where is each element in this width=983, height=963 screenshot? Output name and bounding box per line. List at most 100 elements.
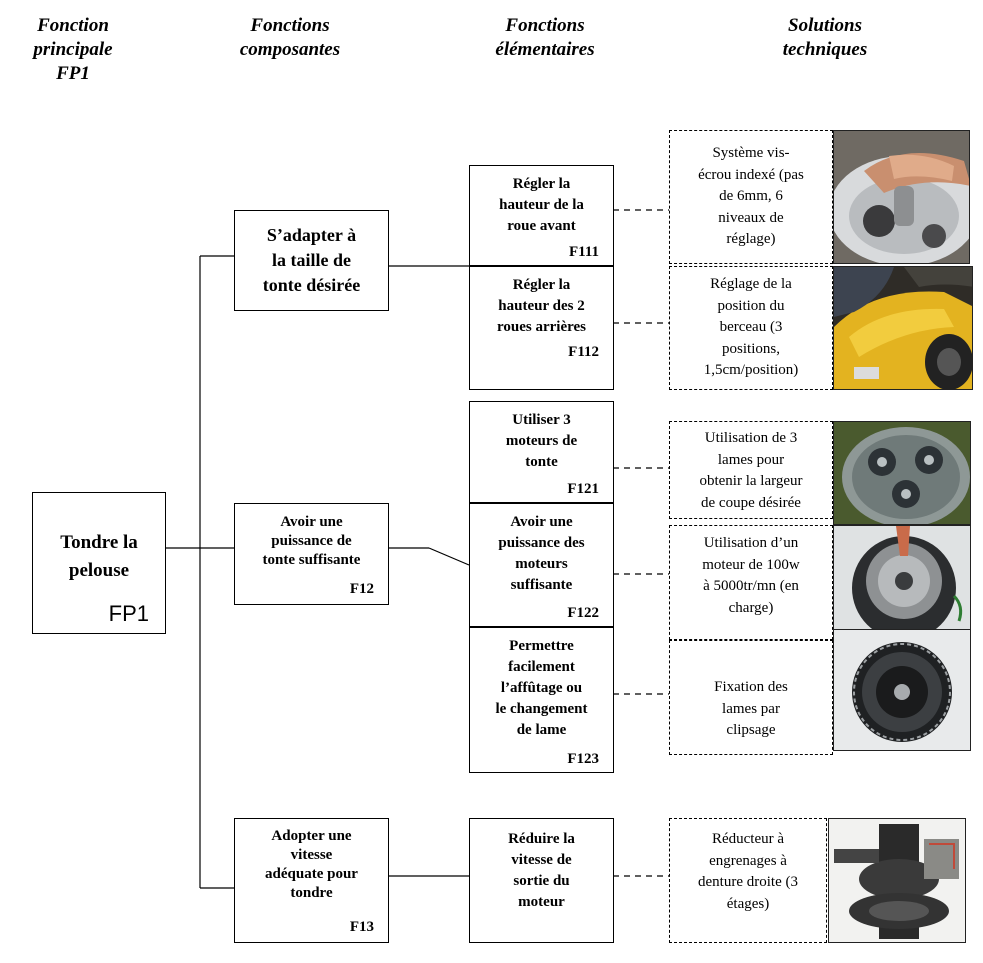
fe-line: Utiliser 3 (512, 412, 571, 428)
solution-line: de coupe désirée (701, 494, 801, 511)
fc-line: tondre (290, 885, 333, 901)
fe-label: Utiliser 3 moteurs de tonte (470, 410, 613, 473)
blade-clip-photo (833, 629, 971, 751)
fe-code: F112 (568, 344, 599, 360)
solution-line: à 5000tr/mn (en (703, 578, 799, 594)
fc-line: adéquate pour (265, 866, 358, 882)
solution-line: engrenages à (709, 852, 787, 869)
fc-label: Adopter une vitesse adéquate pour tondre (235, 827, 388, 903)
fe-line: moteur (518, 894, 565, 910)
fe-line: vitesse de (511, 852, 572, 868)
fe-label: Régler la hauteur de la roue avant (470, 174, 613, 237)
header-line: composantes (239, 39, 341, 60)
fe-code: F123 (567, 751, 599, 767)
fc-line: la taille de (272, 250, 351, 270)
fc-box-f11: S’adapter à la taille de tonte désirée (234, 210, 389, 311)
fe-label: Réduire la vitesse de sortie du moteur (470, 829, 613, 913)
yellow-mower-body-photo (833, 266, 973, 390)
three-blade-housing-photo (833, 421, 971, 525)
fe-code: F111 (568, 244, 599, 260)
fe-label: Régler la hauteur des 2 roues arrières (470, 275, 613, 338)
fe-box-f123: Permettre facilement l’affûtage ou le ch… (469, 627, 614, 773)
solution-text: Utilisation d’un moteur de 100w à 5000tr… (670, 533, 832, 619)
solution-line: Réducteur à (711, 831, 785, 847)
fe-line: suffisante (510, 577, 573, 593)
solution-line: Réglage de la (710, 276, 792, 292)
fe-line: Régler la (512, 176, 571, 192)
header-fonction-principale: Fonction principale FP1 (14, 14, 132, 86)
solution-line: lames pour (717, 451, 785, 468)
fe-line: Réduire la (508, 831, 575, 847)
solution-line: positions, (722, 340, 780, 357)
fe-box-f121: Utiliser 3 moteurs de tonte F121 (469, 401, 614, 503)
fc-line: tonte désirée (262, 275, 361, 295)
fe-box-f111: Régler la hauteur de la roue avant F111 (469, 165, 614, 266)
solution-text: Utilisation de 3 lames pour obtenir la l… (670, 428, 832, 514)
header-line: Fonctions (250, 15, 330, 36)
fc-line: Adopter une (271, 828, 352, 844)
fe-line: de lame (516, 722, 567, 738)
fp1-label: Tondre la pelouse (33, 529, 165, 585)
solution-text: Fixation des lames par clipsage (670, 677, 832, 742)
fc-line: S’adapter à (266, 225, 357, 245)
header-line: élémentaires (495, 39, 595, 60)
fp1-code: FP1 (108, 601, 149, 626)
header-fonctions-elementaires: Fonctions élémentaires (470, 14, 620, 62)
fe-label: Permettre facilement l’affûtage ou le ch… (470, 636, 613, 741)
fc-label: Avoir une puissance de tonte suffisante (235, 513, 388, 570)
motor-photo (833, 525, 971, 640)
fe-line: hauteur des 2 (498, 298, 585, 314)
fc-code: F12 (349, 581, 374, 597)
solution-line: berceau (3 (719, 319, 783, 335)
solution-line: moteur de 100w (702, 556, 800, 573)
fe-line: le changement (495, 701, 588, 717)
solution-line: niveaux de (718, 209, 784, 226)
gear-reducer-photo (828, 818, 966, 943)
header-line: FP1 (56, 63, 90, 84)
solution-box-1: Système vis- écrou indexé (pas de 6mm, 6… (669, 130, 833, 264)
solution-box-5: Fixation des lames par clipsage (669, 640, 833, 755)
fe-line: puissance des (498, 535, 585, 551)
solution-line: 1,5cm/position) (703, 362, 799, 378)
fp1-line: Tondre la (60, 532, 138, 553)
solution-line: obtenir la largeur (699, 473, 803, 489)
fc-line: Avoir une (280, 514, 343, 530)
fe-box-f122: Avoir une puissance des moteurs suffisan… (469, 503, 614, 627)
solution-text: Réglage de la position du berceau (3 pos… (670, 274, 832, 382)
solution-line: charge) (728, 599, 774, 616)
solution-line: Utilisation de 3 (704, 430, 798, 446)
header-line: principale (33, 39, 113, 60)
fe-line: facilement (508, 659, 575, 675)
fc-label: S’adapter à la taille de tonte désirée (235, 223, 388, 298)
fe-code: F122 (567, 605, 599, 621)
fc-box-f13: Adopter une vitesse adéquate pour tondre… (234, 818, 389, 943)
fp1-box: Tondre la pelouse FP1 (32, 492, 166, 634)
header-line: Fonction (37, 15, 109, 36)
fe-code: F121 (567, 481, 599, 497)
solution-line: clipsage (726, 722, 776, 738)
solution-line: Fixation des (714, 679, 788, 695)
fe-line: moteurs (515, 556, 568, 572)
solution-line: position du (717, 297, 785, 314)
solution-box-4: Utilisation d’un moteur de 100w à 5000tr… (669, 525, 833, 640)
fc-line: puissance de (271, 533, 352, 549)
solution-line: denture droite (3 (698, 874, 798, 890)
fe-box-f13x: Réduire la vitesse de sortie du moteur (469, 818, 614, 943)
solution-line: Utilisation d’un (703, 535, 799, 551)
fp1-line: pelouse (68, 560, 130, 581)
solution-line: de 6mm, 6 (719, 188, 783, 204)
fe-line: Régler la (512, 277, 571, 293)
fe-line: Permettre (509, 638, 574, 654)
fe-line: l’affûtage ou (500, 680, 583, 696)
mower-wheel-adjustment-photo (833, 130, 970, 264)
fc-line: tonte suffisante (262, 552, 361, 568)
solution-text: Système vis- écrou indexé (pas de 6mm, 6… (670, 143, 832, 251)
connector-f12-diag (428, 547, 470, 566)
header-line: Fonctions (505, 15, 585, 36)
fe-line: roue avant (507, 218, 576, 234)
fe-label: Avoir une puissance des moteurs suffisan… (470, 512, 613, 596)
solution-box-3: Utilisation de 3 lames pour obtenir la l… (669, 421, 833, 519)
fe-line: tonte (525, 454, 558, 470)
solution-line: Système vis- (712, 145, 790, 161)
